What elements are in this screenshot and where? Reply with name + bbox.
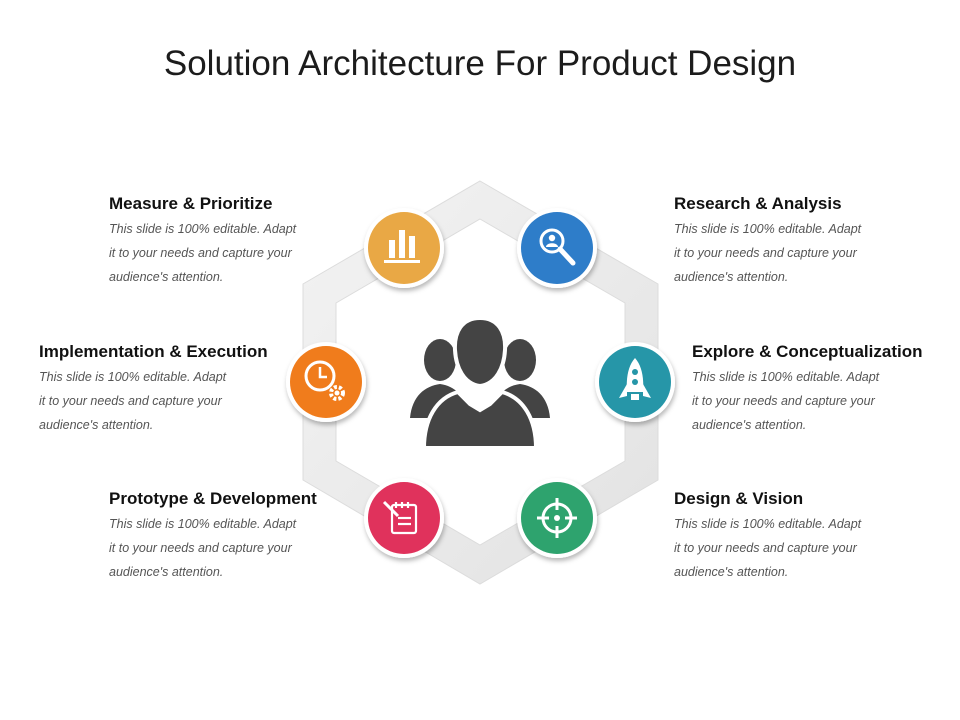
research-analysis-heading: Research & Analysis	[674, 194, 842, 213]
hexagon-frame	[302, 180, 659, 585]
text-line: it to your needs and capture your	[674, 246, 857, 260]
text-line: audience's attention.	[109, 270, 224, 284]
measure-prioritize-text: This slide is 100% editable. Adapt it to…	[109, 217, 296, 289]
text-line: it to your needs and capture your	[39, 394, 222, 408]
explore-conceptualization-text: This slide is 100% editable. Adapt it to…	[692, 365, 922, 437]
text-line: This slide is 100% editable. Adapt	[109, 517, 297, 531]
clock-gear-icon	[304, 360, 345, 401]
implementation-execution-heading: Implementation & Execution	[39, 342, 268, 361]
text-line: audience's attention.	[692, 418, 807, 432]
research-icon-circle[interactable]	[517, 208, 597, 288]
page-title: Solution Architecture For Product Design	[163, 44, 797, 83]
rocket-icon	[619, 358, 651, 400]
text-line: This slide is 100% editable. Adapt	[109, 222, 297, 236]
design-vision-heading: Design & Vision	[674, 489, 804, 508]
text-line: This slide is 100% editable. Adapt	[39, 370, 227, 384]
text-line: audience's attention.	[109, 565, 224, 579]
notepad-icon	[382, 500, 418, 535]
design-vision-text: This slide is 100% editable. Adapt it to…	[674, 512, 861, 584]
explore-conceptualization-block: Explore & Conceptualization This slide i…	[692, 342, 922, 437]
research-analysis-block: Research & Analysis This slide is 100% e…	[674, 194, 861, 289]
target-icon	[537, 498, 577, 538]
explore-conceptualization-heading: Explore & Conceptualization	[692, 342, 923, 361]
measure-prioritize-heading: Measure & Prioritize	[109, 194, 273, 213]
text-line: it to your needs and capture your	[109, 246, 292, 260]
text-line: it to your needs and capture your	[692, 394, 875, 408]
text-line: This slide is 100% editable. Adapt	[692, 370, 880, 384]
text-line: audience's attention.	[39, 418, 154, 432]
text-line: This slide is 100% editable. Adapt	[674, 517, 862, 531]
prototype-development-block: Prototype & Development This slide is 10…	[109, 489, 317, 584]
implementation-icon-circle[interactable]	[286, 342, 366, 422]
text-line: it to your needs and capture your	[674, 541, 857, 555]
design-vision-block: Design & Vision This slide is 100% edita…	[674, 489, 861, 584]
implementation-execution-block: Implementation & Execution This slide is…	[39, 342, 268, 437]
text-line: audience's attention.	[674, 565, 789, 579]
prototype-development-heading: Prototype & Development	[109, 489, 317, 508]
text-line: This slide is 100% editable. Adapt	[674, 222, 862, 236]
search-person-icon	[539, 228, 576, 266]
measure-prioritize-block: Measure & Prioritize This slide is 100% …	[109, 194, 296, 289]
research-analysis-text: This slide is 100% editable. Adapt it to…	[674, 217, 861, 289]
people-group-icon	[410, 315, 550, 450]
text-line: it to your needs and capture your	[109, 541, 292, 555]
prototype-development-text: This slide is 100% editable. Adapt it to…	[109, 512, 317, 584]
implementation-execution-text: This slide is 100% editable. Adapt it to…	[39, 365, 268, 437]
text-line: audience's attention.	[674, 270, 789, 284]
bar-chart-icon	[384, 230, 420, 263]
